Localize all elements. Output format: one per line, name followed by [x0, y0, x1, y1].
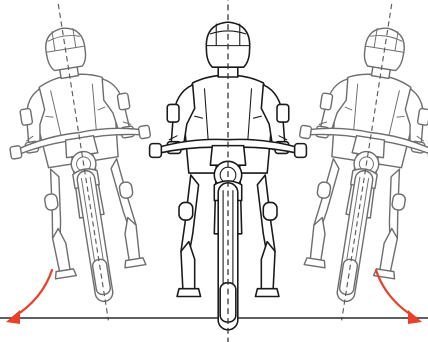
- curved-arrow-right-icon: [376, 270, 422, 324]
- curved-arrow-left-icon: [6, 270, 52, 324]
- rider-on-ebike-icon: [150, 0, 307, 342]
- rider-on-ebike-icon: [0, 0, 178, 331]
- rider-on-ebike-icon: [272, 0, 428, 331]
